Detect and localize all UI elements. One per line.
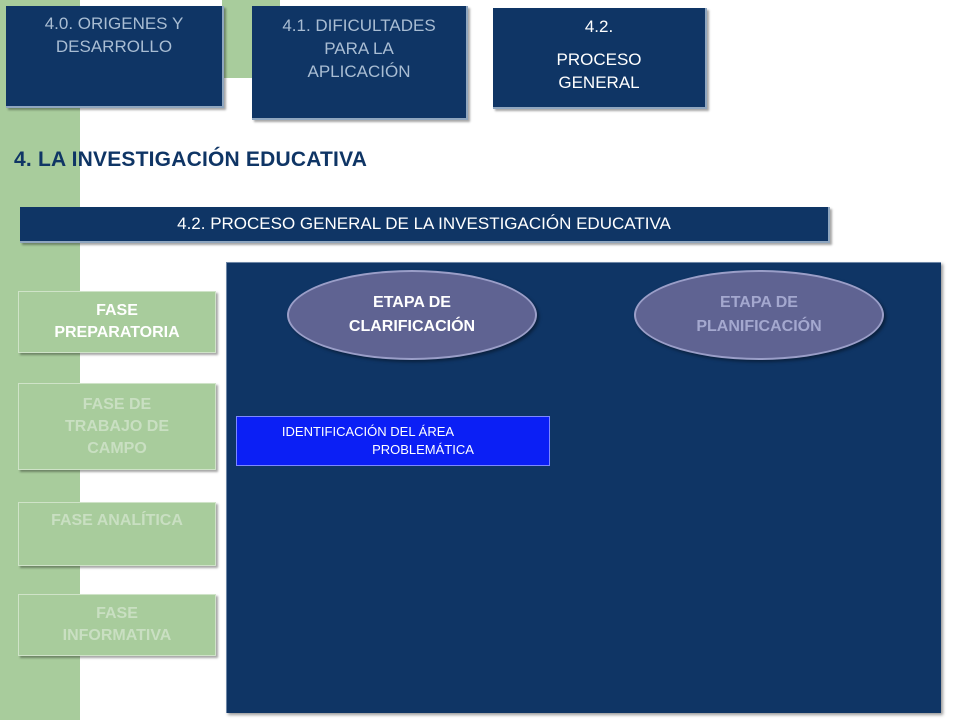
phase-preparatoria-button[interactable]: FASE PREPARATORIA [18,291,216,353]
tab-label-line: PARA LA [324,39,394,58]
phase-label: FASE INFORMATIVA [62,605,172,644]
tab-origenes-desarrollo[interactable]: 4.0. ORIGENES Y DESARROLLO [6,6,224,108]
phase-trabajo-campo-button[interactable]: FASE DE TRABAJO DE CAMPO [18,383,216,470]
stage-label-line: ETAPA DE [720,294,798,311]
tab-label-line: 4.2. [584,17,614,36]
tab-label-line: GENERAL [558,73,640,92]
tab-label-line: PROCESO [556,50,642,69]
step-label-line: PROBLEMÁTICA [372,442,474,457]
tab-label-line: 4.1. DIFICULTADES [282,16,436,35]
stage-clarificacion[interactable]: ETAPA DE CLARIFICACIÓN [287,270,537,360]
phase-label: FASE PREPARATORIA [54,302,180,341]
phase-label: FASE DE TRABAJO DE CAMPO [64,395,169,457]
page-title: 4. LA INVESTIGACIÓN EDUCATIVA [14,148,368,171]
stage-label-line: ETAPA DE [373,294,451,311]
phase-analitica-button[interactable]: FASE ANALÍTICA [18,502,216,566]
tab-label-line: 4.0. ORIGENES Y [44,14,184,33]
tab-label-line: DESARROLLO [55,37,173,56]
phase-label: FASE ANALÍTICA [51,512,183,529]
section-title-bar: 4.2. PROCESO GENERAL DE LA INVESTIGACIÓN… [20,207,830,243]
stage-label-line: PLANIFICACIÓN [696,318,822,335]
tab-label-line: APLICACIÓN [307,62,411,81]
phase-informativa-button[interactable]: FASE INFORMATIVA [18,594,216,656]
tab-proceso-general[interactable]: 4.2. PROCESO GENERAL [493,8,707,109]
tab-dificultades-aplicacion[interactable]: 4.1. DIFICULTADES PARA LA APLICACIÓN [252,6,468,120]
step-identificacion-area[interactable]: IDENTIFICACIÓN DEL ÁREA PROBLEMÁTICA [236,416,550,466]
section-title: 4.2. PROCESO GENERAL DE LA INVESTIGACIÓN… [177,214,671,233]
step-label-line: IDENTIFICACIÓN DEL ÁREA [281,424,455,439]
stage-planificacion[interactable]: ETAPA DE PLANIFICACIÓN [634,270,884,360]
stage-label-line: CLARIFICACIÓN [348,318,476,335]
